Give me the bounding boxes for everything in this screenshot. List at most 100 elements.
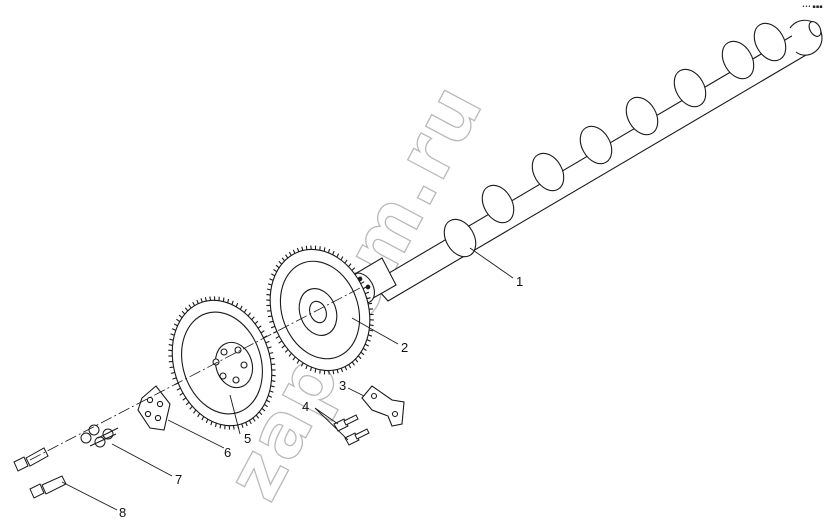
- assembly-axis: [29, 287, 361, 461]
- gear-tooth: [257, 325, 262, 329]
- gear-tooth: [323, 247, 326, 252]
- gear-tooth: [296, 247, 300, 252]
- gear-tooth: [368, 329, 374, 332]
- gear-tooth: [271, 380, 276, 382]
- gear-tooth: [235, 302, 239, 308]
- gear-tooth: [360, 351, 365, 356]
- gear-tooth: [300, 362, 304, 367]
- gear-tooth: [169, 366, 174, 369]
- gear-tooth: [178, 314, 183, 319]
- gear-tooth: [344, 259, 348, 264]
- bolts-item-4: [333, 414, 370, 446]
- gear-tooth: [188, 304, 192, 309]
- gear-tooth: [271, 374, 276, 377]
- gear-tooth: [278, 340, 283, 344]
- gear-tooth: [354, 358, 359, 363]
- gear-tooth: [270, 385, 275, 388]
- gear-tooth: [214, 422, 217, 428]
- gear-tooth: [171, 328, 176, 331]
- gear-tooth: [170, 371, 175, 374]
- gear-tooth: [348, 364, 352, 369]
- bolts-item-7: [80, 424, 119, 448]
- gear-tooth: [172, 377, 177, 380]
- gear-tooth: [285, 254, 289, 259]
- gear-tooth: [351, 361, 355, 366]
- gear-tooth: [260, 330, 265, 334]
- gear-tooth: [336, 253, 340, 258]
- gear-tooth: [348, 263, 352, 268]
- gear-tooth: [362, 347, 367, 352]
- gear-tooth: [184, 307, 189, 312]
- gear-tooth: [255, 414, 260, 419]
- gear-tooth: [176, 387, 181, 391]
- gear-tooth: [269, 320, 274, 323]
- gear-tooth: [314, 368, 317, 373]
- gear-tooth: [173, 323, 178, 327]
- gear-tooth: [269, 278, 274, 281]
- cam-lobe: [531, 152, 565, 192]
- gear-tooth: [168, 344, 173, 346]
- gear-tooth: [309, 366, 313, 372]
- cam-lobe: [625, 96, 659, 136]
- gear-tooth: [351, 267, 356, 271]
- retainer-bracket: [361, 385, 405, 427]
- gear-tooth: [267, 315, 272, 318]
- gear-tooth: [332, 250, 335, 255]
- gear-tooth: [340, 256, 344, 261]
- gear-tooth: [296, 359, 300, 364]
- gear-tooth: [196, 299, 199, 304]
- gear-tooth: [169, 338, 174, 341]
- gear-tooth: [185, 401, 190, 406]
- gear-tooth: [192, 301, 196, 306]
- gear-tooth: [266, 399, 271, 403]
- gear-tooth: [369, 324, 374, 327]
- gear-tooth: [248, 420, 252, 425]
- gear-tooth: [170, 333, 175, 336]
- callout-3: 3: [339, 378, 346, 393]
- gear-tooth: [275, 335, 280, 339]
- gear-tooth: [364, 343, 369, 347]
- gear-tooth: [267, 346, 272, 349]
- gear-tooth: [227, 298, 230, 304]
- gear-tooth: [205, 418, 209, 424]
- gear-tooth: [292, 249, 296, 254]
- gear-tooth: [251, 316, 255, 321]
- gear-tooth: [366, 339, 371, 342]
- gear-tooth: [327, 248, 331, 254]
- gear-tooth: [340, 368, 344, 373]
- gear-tooth: [176, 318, 180, 323]
- callout-7: 7: [175, 472, 182, 487]
- gear-tooth: [210, 421, 213, 426]
- gear-tooth: [366, 297, 371, 300]
- gear-tooth: [261, 407, 266, 412]
- gear-tooth: [254, 320, 259, 325]
- callout-8: 8: [119, 505, 126, 520]
- gear-tooth: [263, 335, 268, 339]
- gear-tooth: [344, 366, 348, 371]
- gear-tooth: [245, 422, 248, 427]
- gear-tooth: [168, 349, 173, 352]
- gear-tooth: [267, 283, 272, 286]
- gear-tooth: [200, 298, 203, 303]
- cam-gear: [266, 245, 374, 375]
- gear-tooth: [332, 370, 335, 375]
- gear-tooth: [219, 424, 222, 429]
- gear-tooth: [292, 356, 296, 361]
- gear-tooth: [362, 286, 367, 290]
- gear-tooth: [266, 293, 271, 296]
- gear-tooth: [266, 288, 272, 291]
- gear-tooth: [268, 395, 273, 398]
- callout-1: 1: [516, 274, 523, 289]
- gear-tooth: [193, 409, 197, 414]
- gear-tooth: [288, 251, 292, 256]
- cam-lobe: [481, 184, 515, 224]
- corner-code: ••• ▪▪▪: [802, 4, 823, 10]
- callout-4: 4: [302, 399, 309, 414]
- gear-tooth: [241, 423, 244, 428]
- gear-tooth: [281, 257, 286, 262]
- leader-lines: [61, 247, 514, 511]
- cam-lobe: [673, 68, 707, 108]
- gear-tooth: [364, 291, 370, 295]
- gear-tooth: [239, 305, 243, 310]
